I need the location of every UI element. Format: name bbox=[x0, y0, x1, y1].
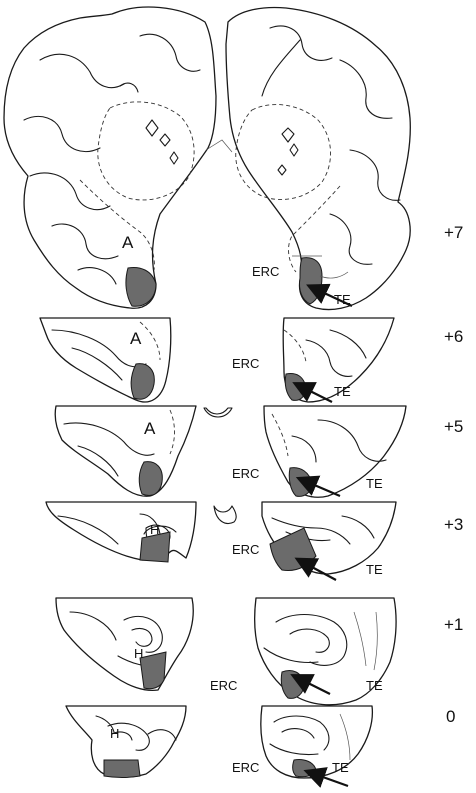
section-plus6-arrow-label: TE bbox=[334, 384, 351, 399]
section-plus1-arrow-label: TE bbox=[366, 678, 383, 693]
section-plus5-right-part bbox=[264, 406, 406, 497]
section-plus3-left-part bbox=[46, 502, 196, 560]
section-zero-level: 0 bbox=[446, 707, 455, 726]
section-plus1: H ERC TE +1 bbox=[56, 598, 463, 705]
section-plus1-level: +1 bbox=[444, 615, 463, 634]
section-plus3-right-label: ERC bbox=[232, 542, 259, 557]
section-zero-left-label: H bbox=[110, 726, 119, 741]
section-plus5-left-shaded-region bbox=[139, 462, 162, 496]
section-zero-left-shaded-region bbox=[104, 760, 140, 778]
section-plus1-left-shaded-region bbox=[140, 652, 166, 689]
section-zero-right-label: ERC bbox=[232, 760, 259, 775]
section-plus3-level: +3 bbox=[444, 515, 463, 534]
section-zero-arrow bbox=[320, 776, 348, 786]
section-plus7-left-label: A bbox=[122, 233, 134, 252]
section-plus3-arrow-label: TE bbox=[366, 562, 383, 577]
section-plus3: H ERC TE +3 bbox=[46, 502, 463, 580]
section-plus5-left-label: A bbox=[144, 419, 156, 438]
section-plus7-left-hemisphere bbox=[4, 7, 216, 308]
section-plus7-right-label: ERC bbox=[252, 264, 279, 279]
section-plus7: A ERC TE +7 bbox=[4, 7, 463, 310]
section-plus6-right-label: ERC bbox=[232, 356, 259, 371]
section-plus6: A ERC TE +6 bbox=[40, 318, 463, 402]
section-zero: H ERC TE 0 bbox=[66, 706, 455, 786]
section-plus1-right-label: ERC bbox=[210, 678, 237, 693]
section-plus6-left-label: A bbox=[130, 329, 142, 348]
section-plus7-level: +7 bbox=[444, 223, 463, 242]
section-plus5: A ERC TE +5 bbox=[55, 406, 463, 497]
section-plus5-level: +5 bbox=[444, 417, 463, 436]
section-plus5-left-part bbox=[55, 406, 196, 496]
section-plus5-right-label: ERC bbox=[232, 466, 259, 481]
section-plus5-arrow-label: TE bbox=[366, 476, 383, 491]
section-plus1-left-label: H bbox=[134, 646, 143, 661]
section-plus3-left-label: H bbox=[150, 522, 159, 537]
section-plus6-level: +6 bbox=[444, 327, 463, 346]
section-zero-arrow-label: TE bbox=[332, 760, 349, 775]
section-zero-right-part bbox=[261, 706, 373, 778]
